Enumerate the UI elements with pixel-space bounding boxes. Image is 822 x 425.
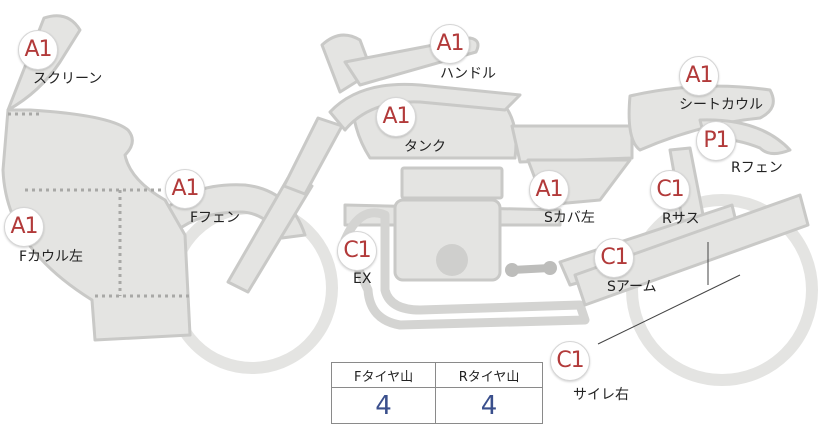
part-label-silencer-right: サイレ右 <box>573 387 629 403</box>
front-tire-tread-value: 4 <box>330 387 437 424</box>
tire-tread-table: Fタイヤ山 Rタイヤ山 4 4 <box>330 362 543 424</box>
grade-badge-handlebar: A1 <box>430 24 470 64</box>
grade-badge-screen: A1 <box>18 30 58 70</box>
engine-top <box>400 166 504 200</box>
part-label-front-cowl-left: Fカウル左 <box>19 249 84 265</box>
engine-body <box>393 198 502 282</box>
grade-badge-tank: A1 <box>376 97 416 137</box>
part-label-swingarm: Sアーム <box>607 279 657 295</box>
seat-shape <box>510 124 634 164</box>
grade-badge-rear-fender: P1 <box>696 121 736 161</box>
part-label-tank: タンク <box>404 139 446 155</box>
part-label-exhaust: EX <box>353 271 372 287</box>
frame-top <box>328 82 522 132</box>
silencer-leader <box>597 274 741 345</box>
grade-badge-seat-cowl: A1 <box>679 56 719 96</box>
part-label-handlebar: ハンドル <box>440 66 496 82</box>
grade-badge-front-cowl-left: A1 <box>4 207 44 247</box>
part-label-side-cover: Sカバ左 <box>544 210 595 226</box>
grade-badge-front-fender: A1 <box>165 169 205 209</box>
grade-badge-rear-shock: C1 <box>650 170 690 210</box>
upper-fork-shape <box>282 116 344 196</box>
grade-badge-swingarm: C1 <box>594 238 634 278</box>
silencer-shape <box>573 193 810 307</box>
part-label-screen: スクリーン <box>33 71 103 87</box>
part-label-front-fender: Fフェン <box>190 210 241 226</box>
rear-tire-tread-value: 4 <box>435 387 543 424</box>
part-label-rear-fender: Rフェン <box>731 160 783 176</box>
exhaust-pipe-shape <box>340 208 590 330</box>
rear-wheel <box>626 194 818 386</box>
part-label-seat-cowl: シートカウル <box>679 97 763 113</box>
part-label-rear-shock: Rサス <box>662 211 700 227</box>
rear-tire-tread-header: Rタイヤ山 <box>435 362 543 388</box>
grade-badge-silencer-right: C1 <box>550 341 590 381</box>
front-tire-tread-header: Fタイヤ山 <box>330 362 437 388</box>
engine-cover <box>436 244 468 276</box>
grade-badge-exhaust: C1 <box>337 231 377 271</box>
grade-badge-side-cover: A1 <box>529 170 569 210</box>
